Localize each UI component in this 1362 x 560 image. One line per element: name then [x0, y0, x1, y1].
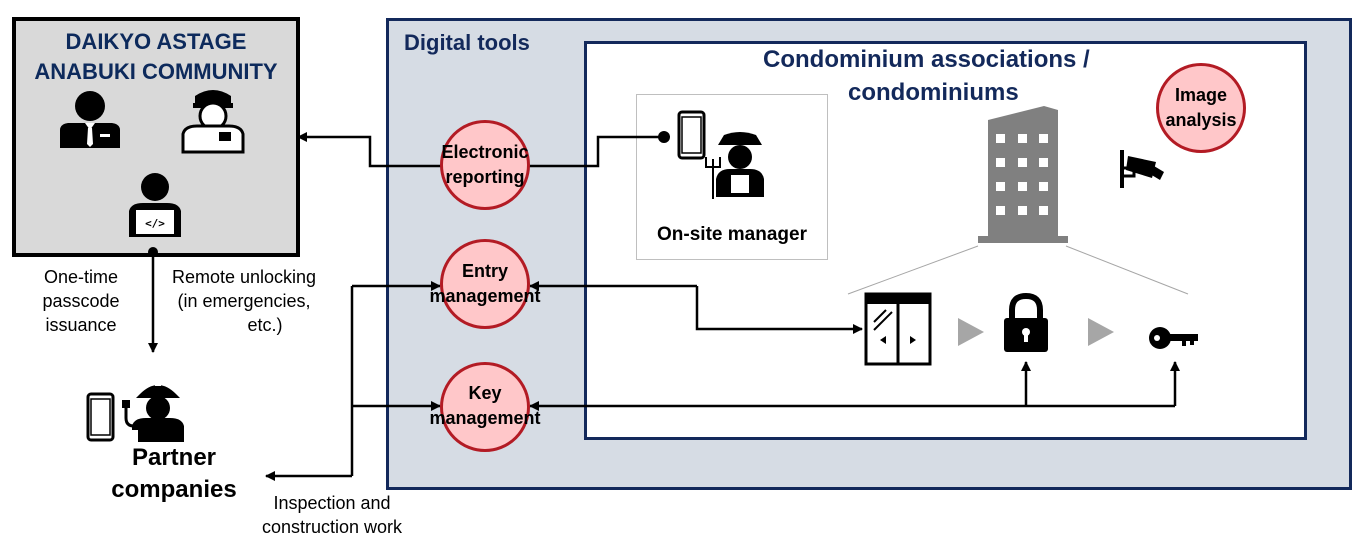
partner-smartphone-icon: [86, 392, 115, 442]
security-guard-icon: [181, 90, 245, 154]
condo-title-line2: condominiums: [848, 79, 1019, 106]
key-management-circle[interactable]: [440, 362, 530, 452]
key-icon: [1149, 327, 1198, 349]
inspection-line1: Inspection and: [273, 493, 391, 513]
fan-line-left: [847, 245, 979, 295]
triangle-arrow-2: [1088, 318, 1114, 346]
triangle-arrow-1: [958, 318, 984, 346]
security-camera-icon: [1120, 150, 1164, 188]
image-analysis-circle[interactable]: [1156, 63, 1246, 153]
company-title-line2: ANABUKI COMMUNITY: [34, 59, 278, 84]
electronic-reporting-line2: reporting: [445, 167, 525, 187]
electronic-reporting-circle[interactable]: [440, 120, 530, 210]
electronic-reporting-label: Electronic reporting: [415, 140, 555, 190]
partner-companies-label: Partner companies: [94, 442, 254, 506]
padlock-icon: [1004, 292, 1048, 352]
janitor-icon: [705, 132, 764, 199]
company-title-line1: DAIKYO ASTAGE: [65, 29, 247, 54]
one-time-line3: issuance: [45, 315, 117, 335]
remote-unlocking-label: Remote unlocking (in emergencies, etc.): [160, 265, 328, 337]
key-management-line1: Key: [468, 383, 502, 403]
inspection-line2: construction work: [261, 517, 403, 537]
partner-line2: companies: [111, 476, 237, 503]
electronic-reporting-line1: Electronic: [441, 142, 529, 162]
businessman-icon: [60, 91, 120, 148]
inspection-label: Inspection and construction work: [246, 491, 418, 539]
fan-line-right: [1065, 245, 1189, 295]
remote-unlock-line3: etc.): [247, 315, 283, 335]
image-analysis-label: Image analysis: [1131, 83, 1271, 133]
building-icon: [978, 106, 1068, 243]
smartphone-icon: [677, 110, 706, 160]
entry-management-circle[interactable]: [440, 239, 530, 329]
condo-title-line1: Condominium associations /: [763, 46, 1090, 73]
construction-worker-icon: [122, 378, 184, 442]
entry-management-label: Entry management: [415, 259, 555, 309]
one-time-line2: passcode: [42, 291, 120, 311]
company-to-partner-connector: [148, 247, 158, 353]
key-management-line2: management: [429, 408, 541, 428]
connector-dot: [658, 131, 670, 143]
entry-door-connector: [529, 281, 863, 334]
inspection-connector: [265, 281, 441, 481]
image-analysis-line1: Image: [1174, 85, 1228, 105]
one-time-line1: One-time: [43, 267, 119, 287]
svg-text:</>: </>: [145, 217, 165, 230]
partner-line1: Partner: [131, 444, 217, 471]
entry-management-line1: Entry: [461, 261, 508, 281]
one-time-passcode-label: One-time passcode issuance: [22, 265, 140, 337]
remote-unlock-line2: (in emergencies,: [177, 291, 311, 311]
image-analysis-line2: analysis: [1165, 110, 1237, 130]
onsite-manager-label: On-site manager: [657, 224, 807, 245]
key-management-connector: [529, 361, 1180, 411]
developer-icon: </>: [129, 173, 181, 237]
auto-door-icon: [864, 292, 932, 366]
entry-management-line2: management: [429, 286, 541, 306]
key-management-label: Key management: [415, 381, 555, 431]
remote-unlock-line1: Remote unlocking: [171, 267, 317, 287]
digital-tools-title: Digital tools: [404, 30, 530, 55]
